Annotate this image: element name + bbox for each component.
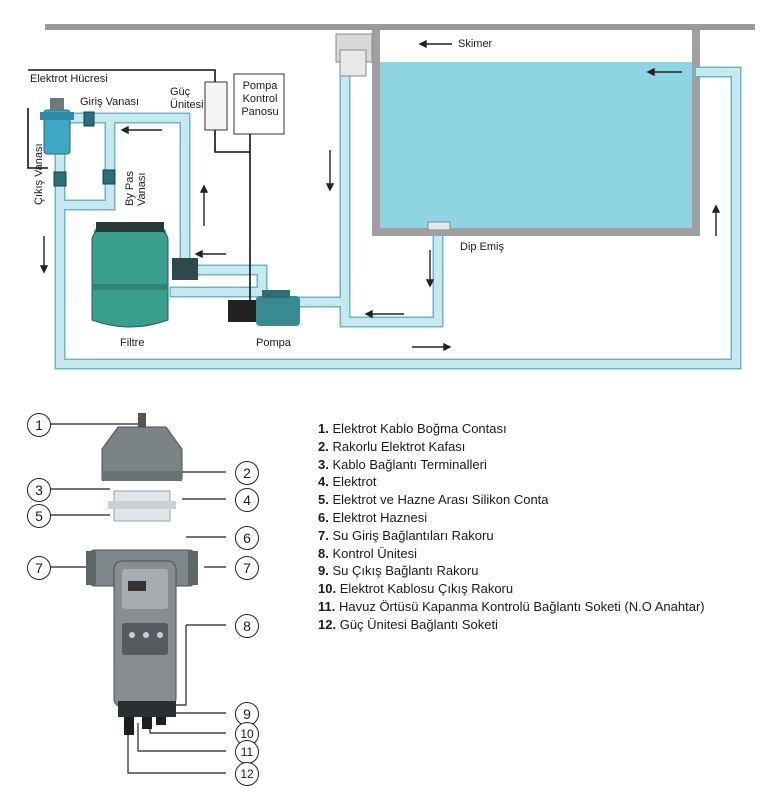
filter-tank: [91, 222, 198, 328]
callout-4: 4: [235, 488, 259, 512]
label-skimmer: Skimer: [458, 38, 493, 50]
deck-line: [45, 24, 755, 30]
label-pump-panel: Pompa Kontrol Panosu: [241, 80, 279, 118]
electrode-cell: [40, 98, 74, 155]
pool-basin: [372, 30, 700, 236]
legend-item: 1. Elektrot Kablo Boğma Contası: [318, 421, 507, 436]
callout-3: 3: [27, 478, 51, 502]
label-electrode-cell: Elektrot Hücresi: [30, 73, 108, 85]
callout-11: 11: [235, 740, 259, 764]
main-drain-fitting: [427, 221, 451, 231]
pool-water: [380, 62, 692, 228]
legend-item: 9. Su Çıkış Bağlantı Rakoru: [318, 563, 479, 579]
legend-item: 4. Elektrot: [318, 474, 377, 490]
label-power-unit: Güç Ünitesi: [170, 86, 204, 111]
device-body: [86, 413, 198, 735]
control-wires: [27, 69, 251, 300]
flow-arrows: [39, 39, 721, 352]
callout-7-right: 7: [235, 556, 259, 580]
power-unit-box: [204, 81, 228, 131]
legend-item: 5. Elektrot ve Hazne Arası Silikon Conta: [318, 492, 549, 508]
legend-item: 8. Kontrol Ünitesi: [318, 545, 418, 561]
label-pump: Pompa: [256, 337, 291, 349]
callout-2: 2: [235, 461, 259, 485]
callout-8: 8: [235, 614, 259, 638]
legend-item: 2. Rakorlu Elektrot Kafası: [318, 438, 466, 454]
legend-item: 6. Elektrot Haznesi: [318, 509, 428, 525]
valves: [53, 111, 116, 187]
skimmer-unit: [335, 33, 373, 77]
label-main-drain: Dip Emiş: [460, 241, 505, 253]
pump-panel-box: [233, 73, 285, 135]
electrode-device-illustration: [50, 413, 226, 774]
label-outlet-valve: Çıkış Vanası: [33, 143, 45, 205]
callout-1: 1: [27, 413, 51, 437]
legend-item: 3. Kablo Bağlantı Terminalleri: [318, 456, 487, 472]
label-inlet-valve: Giriş Vanası: [80, 96, 140, 108]
legend-item: 10. Elektrot Kablosu Çıkış Rakoru: [318, 581, 514, 597]
callout-12: 12: [235, 762, 259, 786]
parts-legend: 1. Elektrot Kablo Boğma Contası 2. Rakor…: [318, 420, 705, 634]
legend-item: 12. Güç Ünitesi Bağlantı Soketi: [318, 616, 498, 632]
label-filter: Filtre: [120, 337, 145, 349]
legend-item: 7. Su Giriş Bağlantıları Rakoru: [318, 527, 494, 543]
leader-lines: [50, 423, 226, 774]
pool-plumbing-diagram: [27, 24, 755, 370]
legend-item: 11. Havuz Örtüsü Kapanma Kontrolü Bağlan…: [318, 598, 705, 614]
label-bypass-valve: By Pas Vanası: [124, 171, 148, 206]
callout-6: 6: [235, 526, 259, 550]
callout-7-left: 7: [27, 556, 51, 580]
pump-unit: [228, 290, 300, 326]
callout-5: 5: [27, 504, 51, 528]
